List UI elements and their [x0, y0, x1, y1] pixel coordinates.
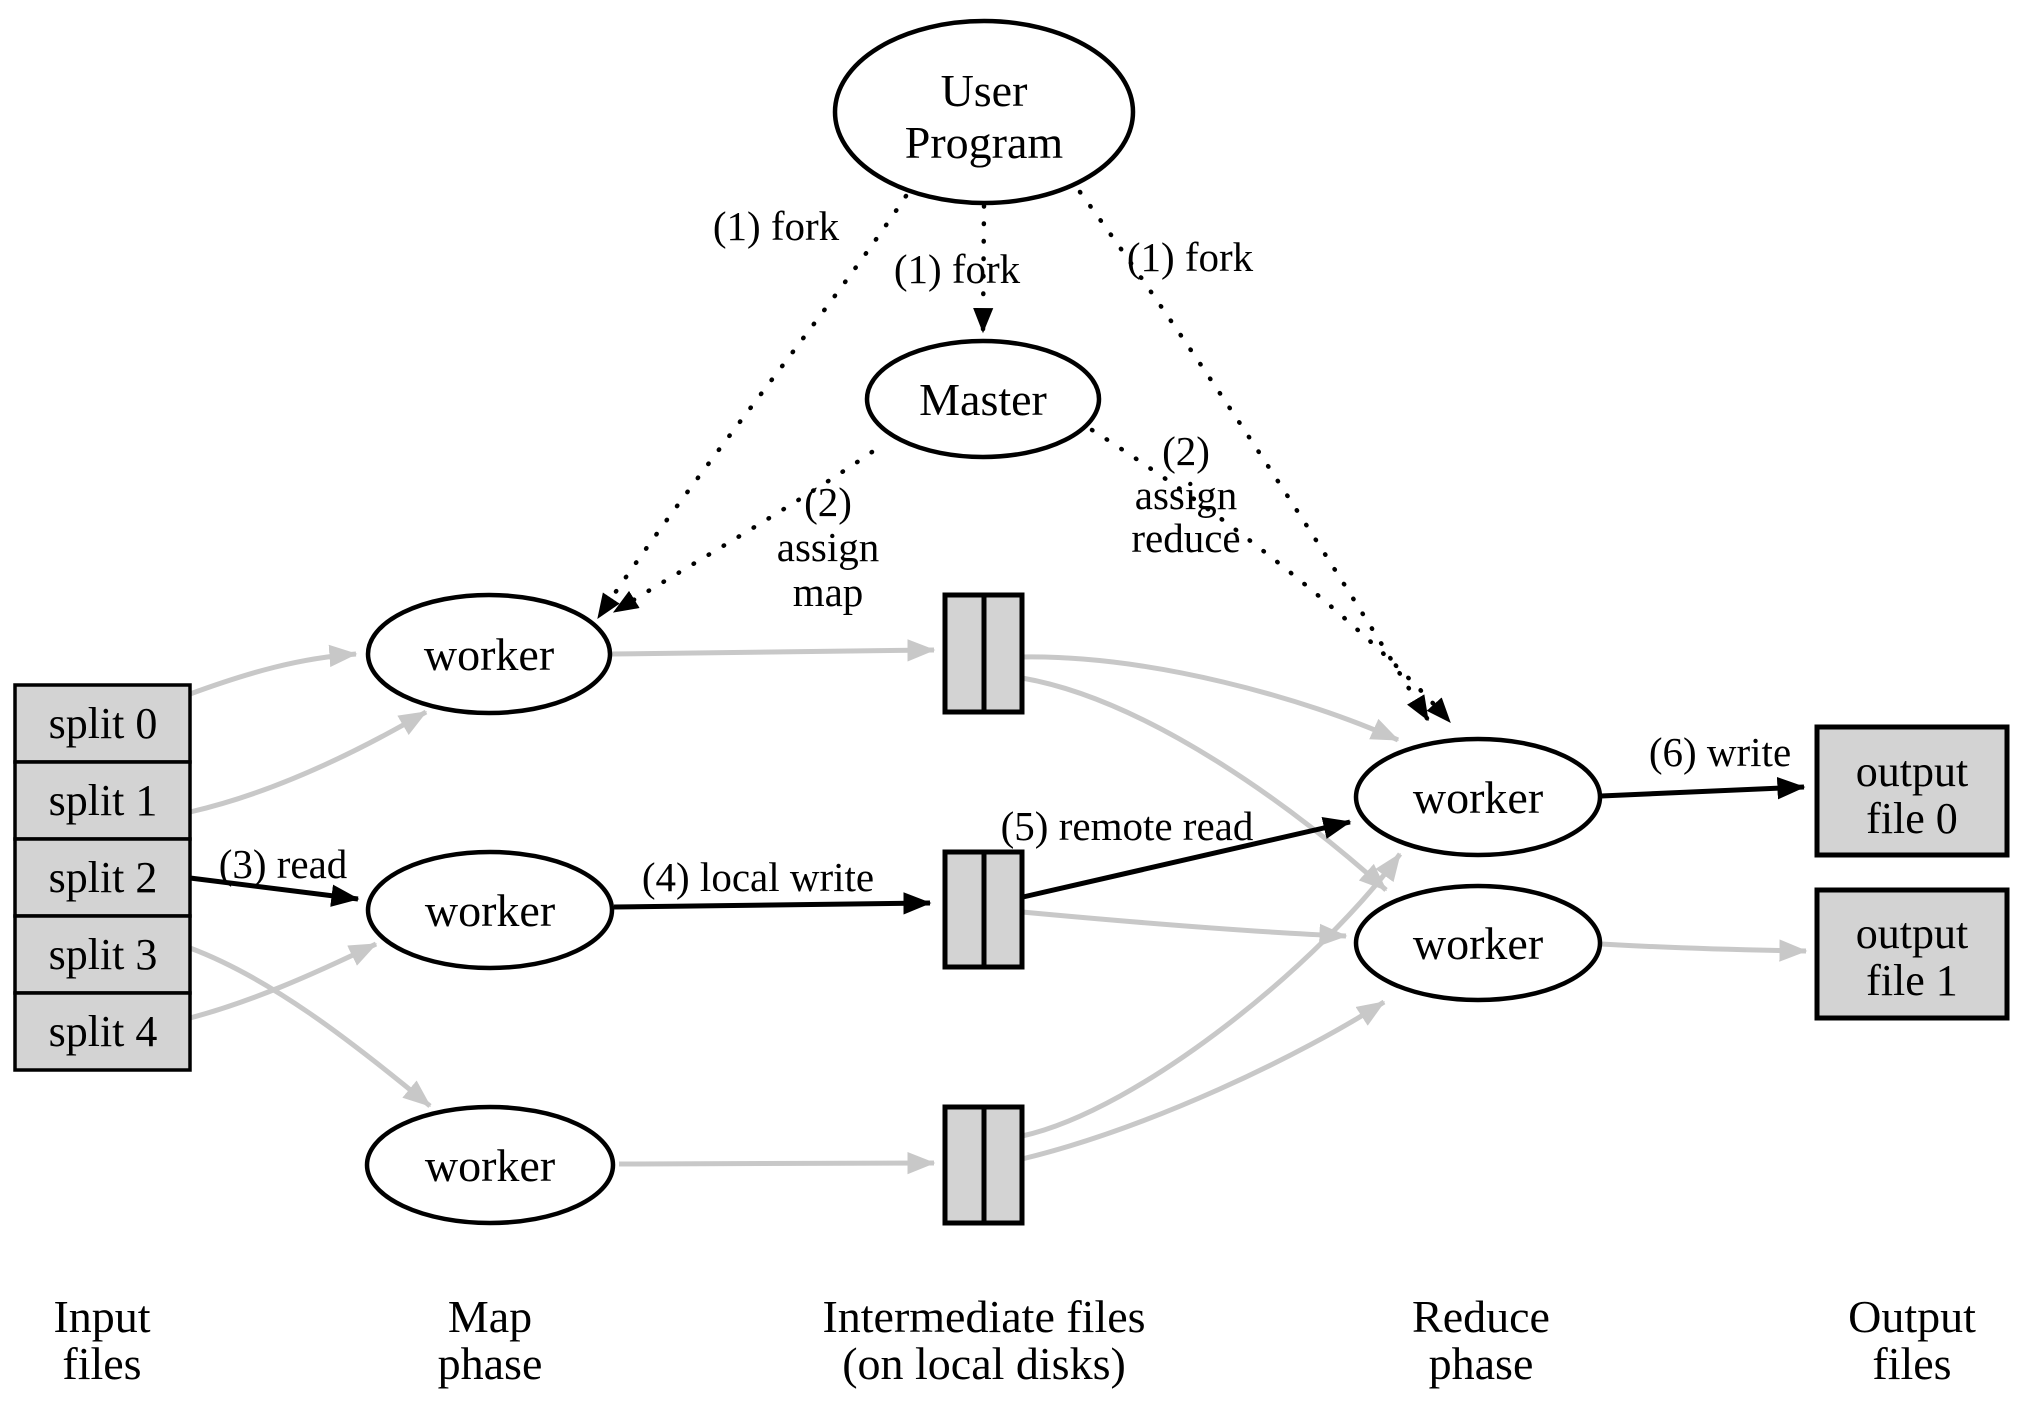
edge-files-1-to-reduce-worker-2 — [1021, 675, 1388, 892]
reduce-worker-2: worker — [1353, 883, 1603, 1003]
edge-split0-to-map-worker-1 — [189, 644, 358, 697]
edge-map-worker-3-to-files-3 — [618, 1151, 936, 1175]
black-edges — [189, 776, 1806, 915]
user-program-label-line2: Program — [905, 117, 1064, 168]
output-file-1-line1: output — [1856, 909, 1968, 958]
column-label-input-line2: files — [62, 1338, 141, 1389]
column-labels: Input files Map phase Intermediate files… — [53, 1291, 1976, 1389]
edge-fork-center — [973, 203, 994, 335]
output-file-0: output file 0 — [1814, 724, 2010, 858]
input-splits-stack: split 0 split 1 split 2 split 3 split 4 — [13, 683, 192, 1072]
edge-split4-to-map-worker-2 — [189, 941, 378, 1021]
remote-read-label: (5) remote read — [1001, 803, 1254, 849]
edge-local-write — [613, 892, 932, 915]
map-worker-2-ellipse — [365, 849, 615, 971]
user-program-ellipse — [832, 18, 1136, 206]
column-label-intermediate-line1: Intermediate files — [822, 1291, 1145, 1342]
fork-right-label: (1) fork — [1127, 234, 1254, 280]
edge-fork-right — [1077, 189, 1431, 723]
dotted-edges — [595, 189, 1453, 725]
column-label-intermediate-line2: (on local disks) — [842, 1338, 1126, 1389]
column-label-output-line1: Output — [1848, 1291, 1976, 1342]
edge-split1-to-map-worker-1 — [189, 709, 428, 815]
split-2-box — [13, 837, 192, 918]
column-label-reduce-line1: Reduce — [1412, 1291, 1550, 1342]
assign-reduce-label-line2: assign — [1135, 472, 1238, 518]
split-2-label: split 2 — [49, 853, 158, 902]
user-program-label-line1: User — [941, 65, 1028, 116]
edge-read — [189, 875, 360, 907]
output-file-0-line1: output — [1856, 747, 1968, 796]
write-label: (6) write — [1649, 729, 1791, 775]
map-worker-1-label: worker — [424, 629, 554, 680]
gray-edges — [189, 639, 1808, 1175]
column-label-reduce-line2: phase — [1429, 1338, 1534, 1389]
column-label-output-line2: files — [1872, 1338, 1951, 1389]
reduce-worker-1: worker — [1353, 736, 1603, 858]
master-ellipse — [864, 338, 1102, 460]
split-4-box — [13, 991, 192, 1072]
assign-map-label-line3: map — [793, 569, 864, 615]
output-file-1-box — [1814, 887, 2010, 1021]
edge-remote-read — [1022, 817, 1352, 900]
column-label-input-line1: Input — [53, 1291, 150, 1342]
fork-left-label: (1) fork — [713, 203, 840, 249]
split-0-label: split 0 — [49, 699, 158, 748]
intermediate-files-3 — [942, 1104, 1025, 1226]
split-1-label: split 1 — [49, 776, 158, 825]
edge-files-3-to-reduce-worker-2 — [1021, 999, 1386, 1162]
edge-assign-map — [611, 449, 875, 615]
master-node: Master — [864, 338, 1102, 460]
map-worker-3-ellipse — [364, 1104, 616, 1226]
edge-split3-to-map-worker-3 — [189, 945, 432, 1108]
map-worker-3-label: worker — [425, 1140, 555, 1191]
fork-center-label: (1) fork — [894, 246, 1021, 292]
edge-assign-reduce — [1089, 427, 1453, 725]
map-worker-2: worker — [365, 849, 615, 971]
edge-reduce-worker-2-to-output-1 — [1600, 939, 1808, 962]
edge-map-worker-1-to-files-1 — [610, 639, 936, 662]
assign-reduce-label-line1: (2) — [1162, 428, 1210, 474]
column-label-map-line2: phase — [438, 1338, 543, 1389]
reduce-worker-1-ellipse — [1353, 736, 1603, 858]
assign-map-label-line1: (2) — [804, 479, 852, 525]
edge-files-2-to-reduce-worker-2 — [1021, 909, 1348, 947]
split-4-label: split 4 — [49, 1007, 158, 1056]
split-0-box — [13, 683, 192, 764]
map-worker-3: worker — [364, 1104, 616, 1226]
map-worker-1: worker — [365, 592, 613, 716]
output-file-1: output file 1 — [1814, 887, 2010, 1021]
edge-write — [1600, 776, 1806, 800]
local-write-label: (4) local write — [642, 854, 874, 900]
reduce-worker-1-label: worker — [1413, 772, 1543, 823]
output-file-0-box — [1814, 724, 2010, 858]
map-worker-2-label: worker — [425, 885, 555, 936]
split-3-box — [13, 914, 192, 995]
assign-map-label-line2: assign — [777, 524, 880, 570]
edge-files-3-to-reduce-worker-1 — [1021, 852, 1403, 1139]
edge-labels: (1) fork (1) fork (1) fork (2) assign ma… — [219, 203, 1791, 900]
master-label: Master — [919, 374, 1047, 425]
read-label: (3) read — [219, 841, 348, 887]
output-file-1-line2: file 1 — [1866, 956, 1958, 1005]
assign-reduce-label-line3: reduce — [1131, 515, 1240, 561]
column-label-map-line1: Map — [448, 1291, 532, 1342]
intermediate-files-2 — [942, 849, 1025, 970]
reduce-worker-2-ellipse — [1353, 883, 1603, 1003]
edge-files-1-to-reduce-worker-1 — [1021, 654, 1400, 743]
intermediate-files-1 — [942, 592, 1025, 715]
split-3-label: split 3 — [49, 930, 158, 979]
user-program-node: User Program — [832, 18, 1136, 206]
output-file-0-line2: file 0 — [1866, 794, 1958, 843]
map-worker-1-ellipse — [365, 592, 613, 716]
reduce-worker-2-label: worker — [1413, 918, 1543, 969]
